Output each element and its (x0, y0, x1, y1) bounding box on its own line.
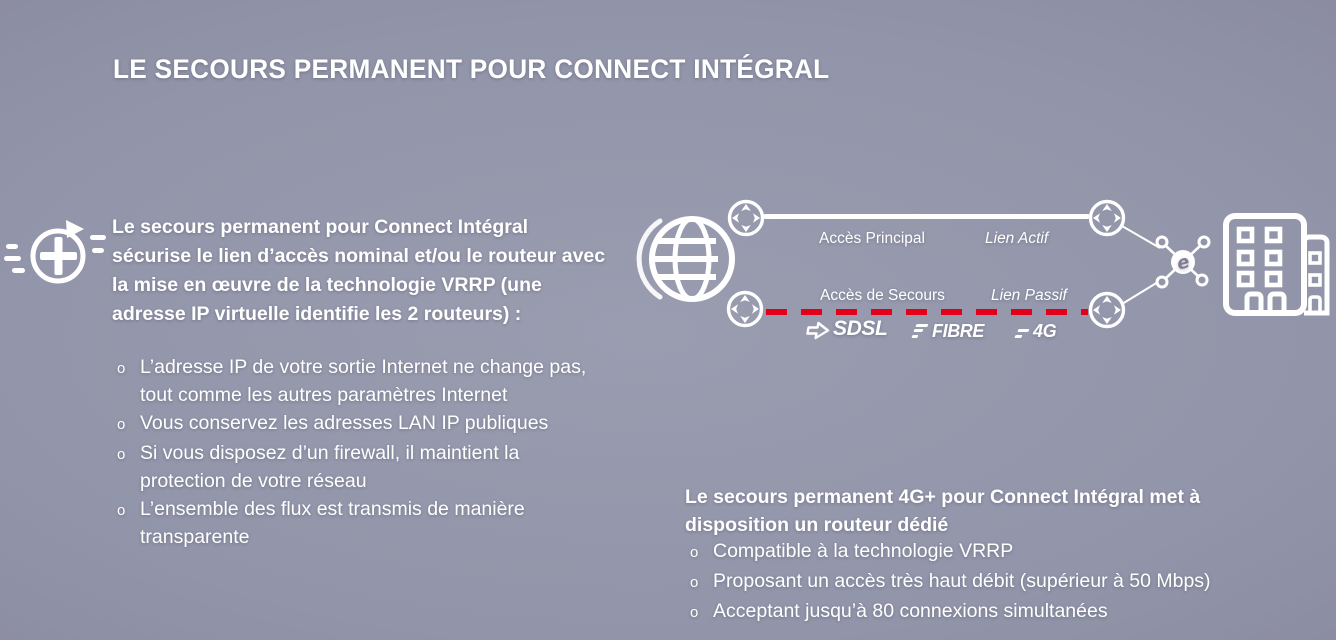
arrow-right-icon (806, 321, 830, 340)
list-item: o Proposant un accès très haut débit (su… (685, 567, 1315, 597)
router-icon (1085, 288, 1129, 337)
right-heading: Le secours permanent 4G+ pour Connect In… (685, 486, 1201, 536)
bullet-marker: o (117, 416, 126, 433)
list-item: o Si vous disposez d’un firewall, il mai… (112, 439, 610, 495)
slide-title: LE SECOURS PERMANENT POUR CONNECT INTÉGR… (113, 54, 830, 84)
network-hub-icon: e (1148, 227, 1218, 302)
bullet-marker: o (117, 502, 126, 519)
active-link-line (763, 214, 1090, 219)
label-lien-passif: Lien Passif (991, 287, 1067, 304)
bullet-marker: o (117, 360, 126, 377)
speed-lines-icon (911, 323, 929, 337)
label-lien-actif: Lien Actif (985, 230, 1049, 247)
speed-lines-icon (1014, 329, 1030, 337)
sdsl-logo: SDSL (806, 317, 888, 341)
svg-text:e: e (1175, 251, 1192, 274)
fibre-logo: FIBRE (911, 321, 984, 342)
logo-4g: 4G (1014, 321, 1057, 342)
benefits-list: o L’adresse IP de votre sortie Internet … (112, 353, 610, 551)
speed-plus-circular-arrow-icon (4, 206, 108, 307)
list-item: o Acceptant jusqu’à 80 connexions simult… (685, 597, 1315, 627)
router-icon (723, 287, 767, 336)
list-item: o L’ensemble des flux est transmis de ma… (112, 495, 610, 551)
router-icon (724, 196, 768, 245)
label-acces-principal: Accès Principal (819, 230, 925, 247)
passive-link-line (766, 309, 1088, 315)
connector-lines (1121, 225, 1161, 305)
list-item: o L’adresse IP de votre sortie Internet … (112, 353, 610, 409)
router-icon (1085, 196, 1129, 245)
bullet-marker: o (117, 446, 126, 463)
list-item: o Compatible à la technologie VRRP (685, 537, 1315, 567)
list-item: o Vous conservez les adresses LAN IP pub… (112, 409, 610, 439)
bullet-marker: o (690, 604, 699, 621)
label-acces-secours: Accès de Secours (820, 287, 945, 304)
bullet-marker: o (690, 574, 699, 591)
bullet-marker: o (690, 544, 699, 561)
globe-icon (636, 211, 736, 316)
intro-paragraph: Le secours permanent pour Connect Intégr… (112, 216, 606, 325)
right-benefits-list: o Compatible à la technologie VRRP o Pro… (685, 537, 1315, 627)
buildings-icon (1218, 208, 1333, 325)
